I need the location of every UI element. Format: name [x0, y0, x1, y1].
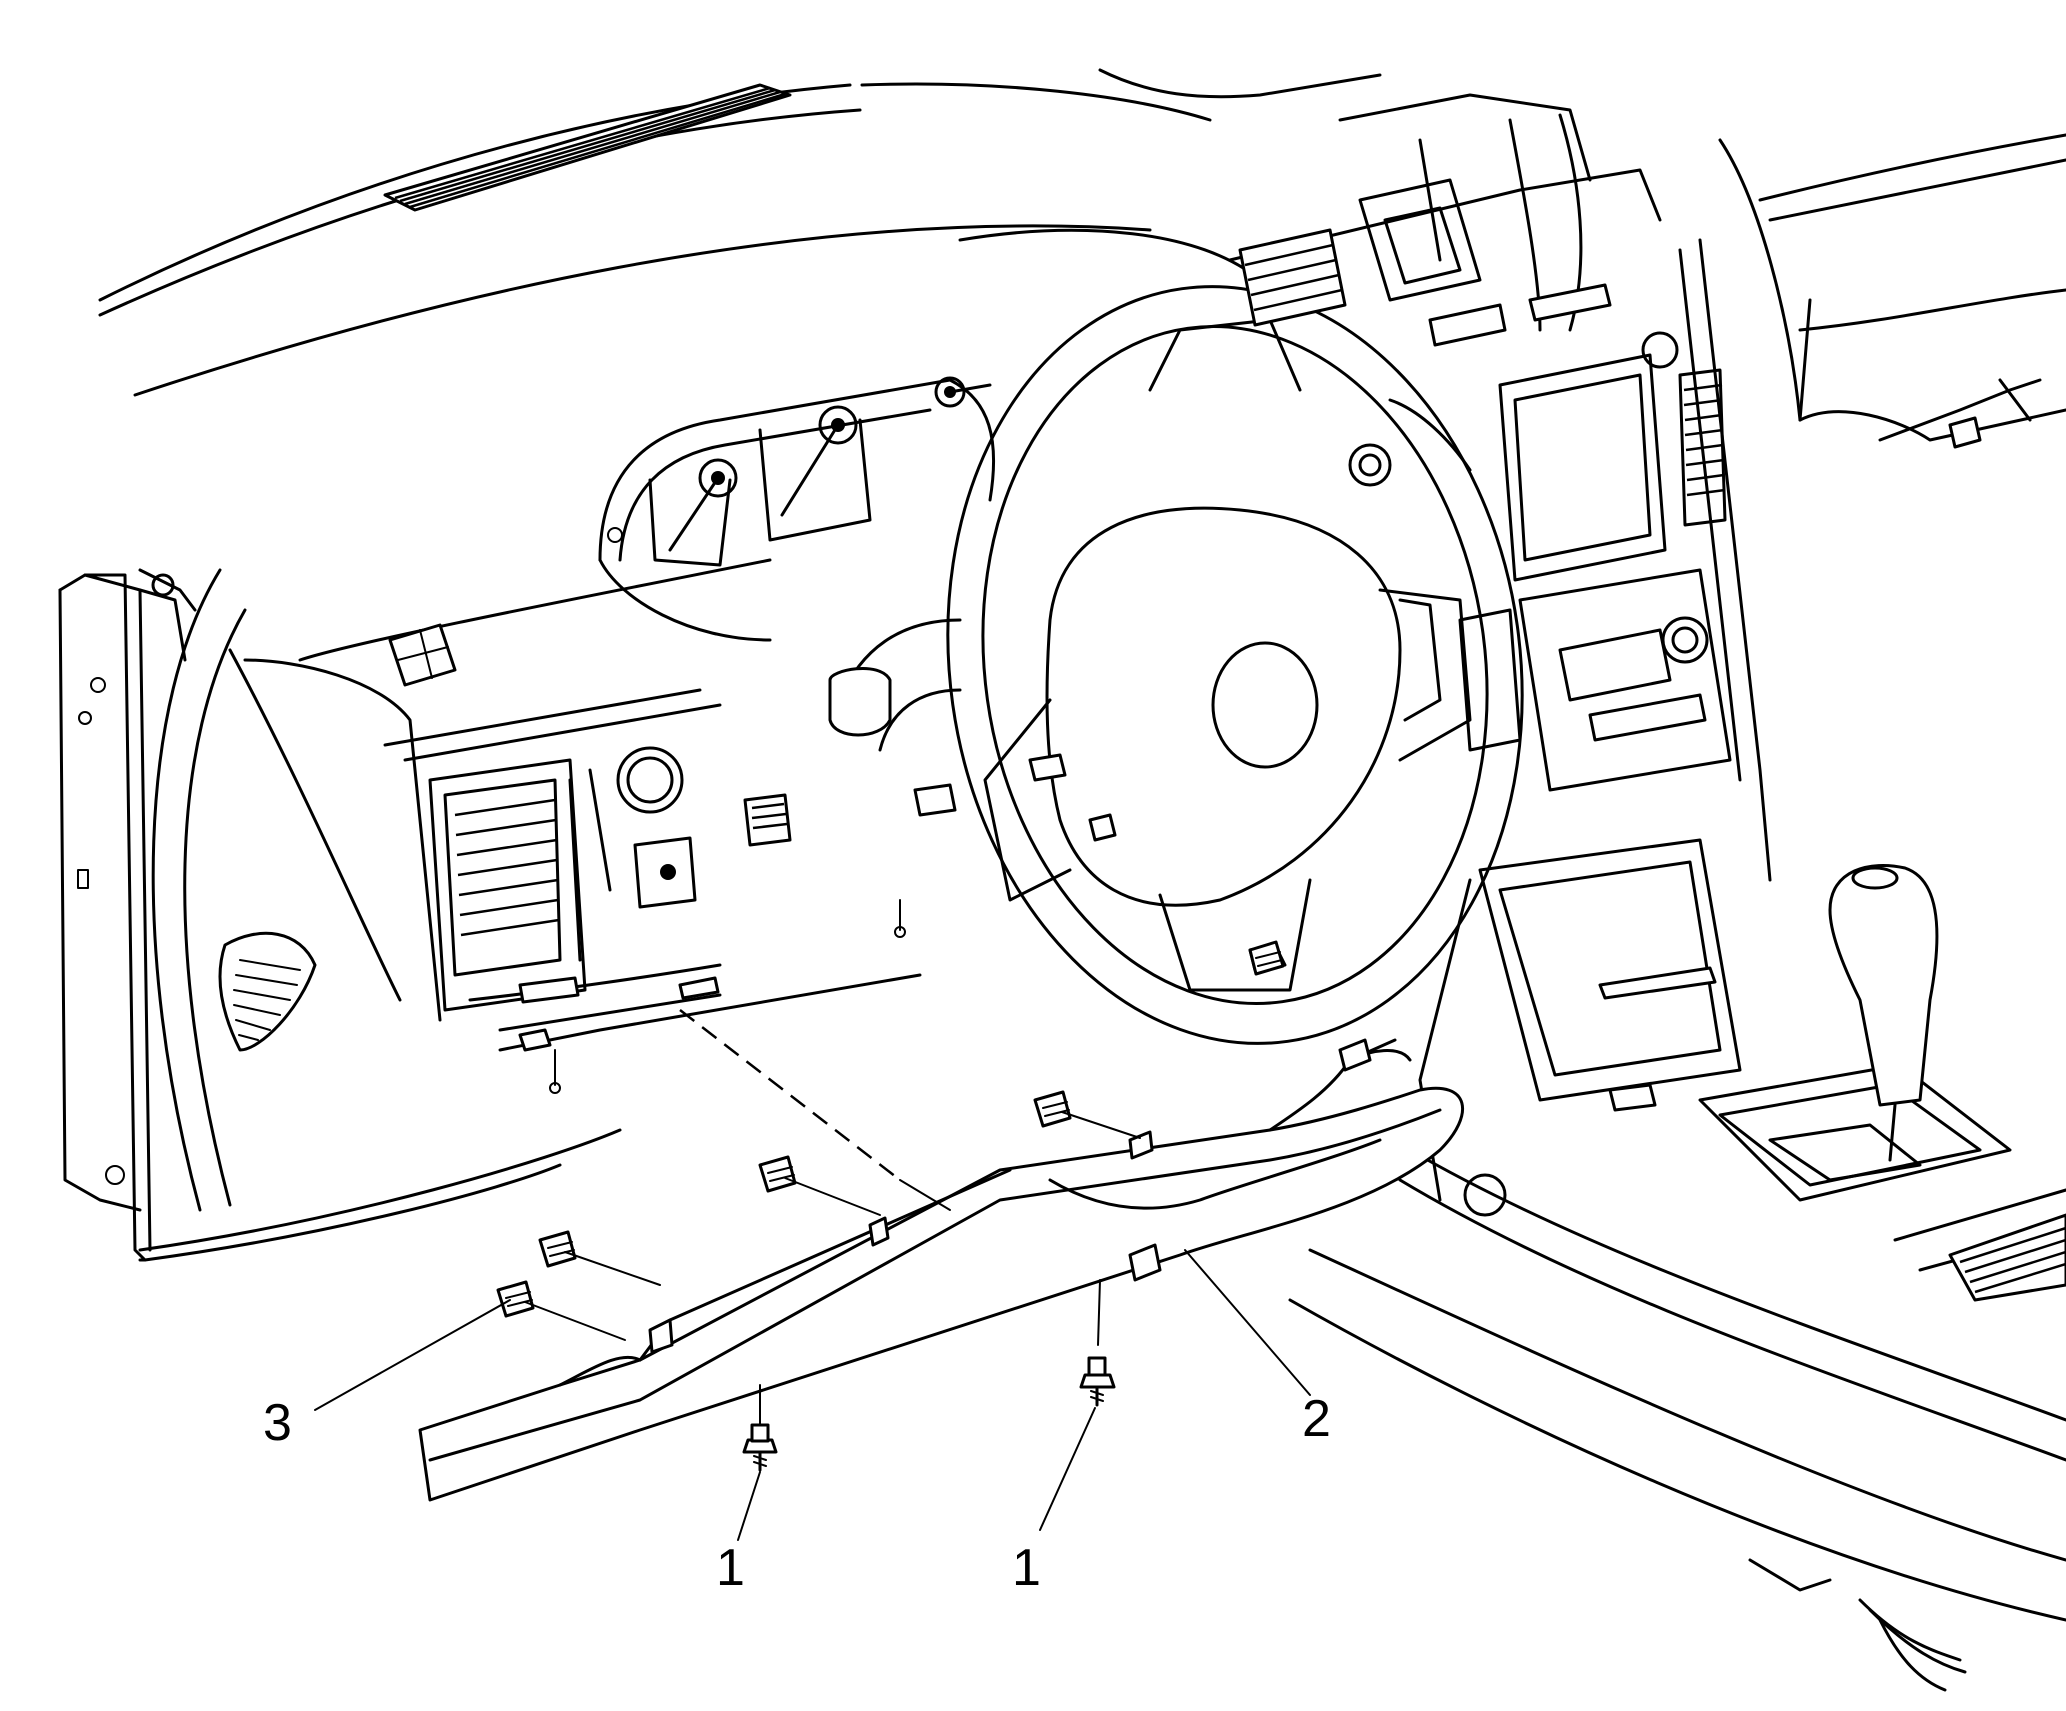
bolt-left — [742, 1384, 778, 1472]
left-side-panel — [58, 568, 622, 1262]
clip-2 — [496, 1280, 626, 1341]
leader-2 — [1184, 1249, 1311, 1396]
clip-4 — [1033, 1090, 1141, 1139]
clip-3 — [758, 1155, 881, 1216]
callout-3: 3 — [263, 1394, 292, 1452]
left-dash-panel — [298, 558, 922, 1052]
leader-1a — [737, 1471, 761, 1541]
dash-top — [98, 68, 2066, 422]
callout-1-right: 1 — [1012, 1539, 1041, 1597]
clip-1 — [538, 1230, 661, 1286]
center-console — [1288, 838, 2066, 1692]
defroster-grille — [383, 83, 792, 212]
callout-leaders — [314, 1249, 1311, 1541]
right-door-trim — [1798, 288, 2066, 449]
callout-1-left: 1 — [716, 1539, 745, 1597]
instrument-cluster — [598, 376, 996, 642]
steering-wheel — [828, 228, 1524, 1045]
callout-2: 2 — [1302, 1390, 1331, 1448]
knee-bolster-part — [418, 1038, 1465, 1502]
bolt-right — [1079, 1279, 1116, 1407]
clip-5 — [1248, 940, 1285, 976]
retainer-clips — [496, 899, 1285, 1341]
leader-3 — [314, 1299, 511, 1411]
leader-1b — [1039, 1407, 1096, 1531]
bolts — [742, 1279, 1116, 1472]
center-stack — [1228, 93, 1812, 882]
